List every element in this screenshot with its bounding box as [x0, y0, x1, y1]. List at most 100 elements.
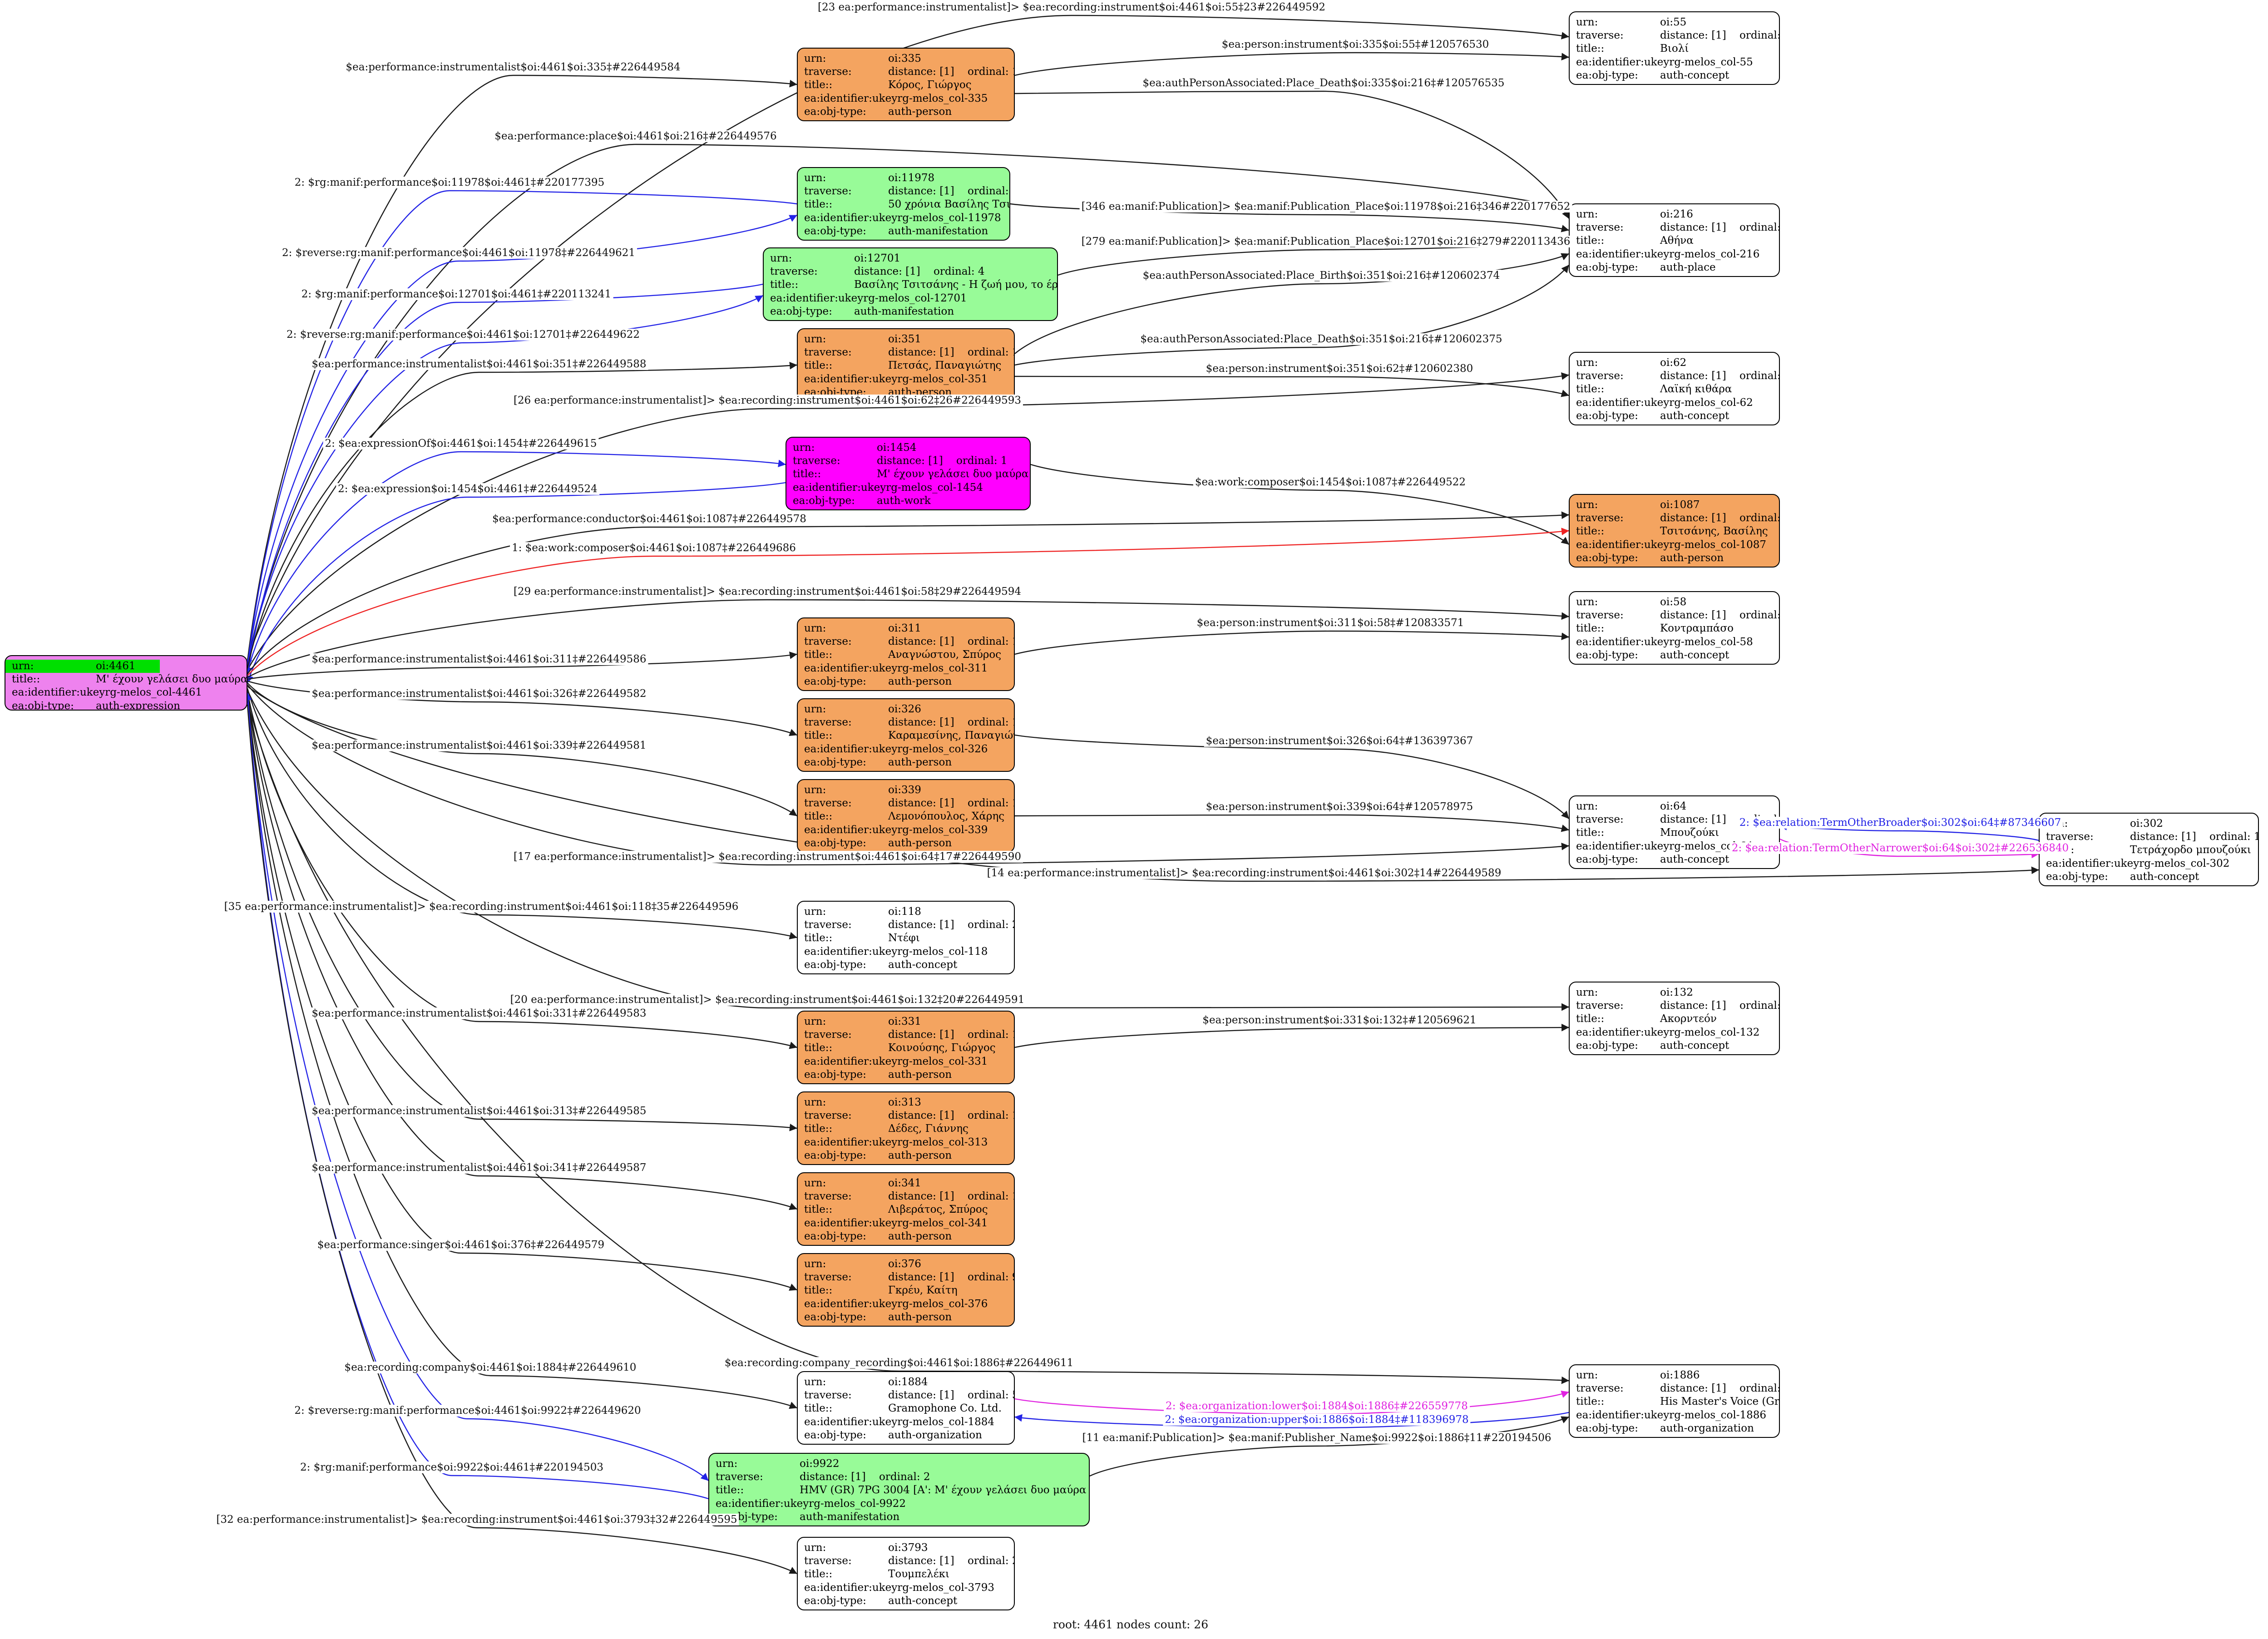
field-key-ukey: ea:identifier:ukey: [770, 292, 864, 304]
node-field-objtype: ea:obj-type:auth-person: [798, 756, 1014, 769]
edge-label: $ea:recording:company$oi:4461$oi:1884‡#2…: [342, 1362, 638, 1373]
field-value-urn: oi:4461: [96, 660, 136, 672]
edge-label: 2: $ea:organization:upper$oi:1886$oi:188…: [1163, 1414, 1471, 1426]
node-field-traverse: traverse:distance: [1] ordinal: 6: [1570, 1382, 1779, 1395]
node-field-objtype: ea:obj-type:auth-concept: [1570, 69, 1779, 82]
field-value-urn: oi:1884: [888, 1376, 928, 1388]
field-key-traverse: traverse:: [804, 797, 852, 810]
field-value-urn: oi:118: [888, 906, 921, 918]
edge-line: [1014, 90, 1570, 219]
field-key-traverse: traverse:: [1576, 609, 1624, 622]
field-key-objtype: ea:obj-type:: [1576, 853, 1638, 865]
node-field-traverse: traverse:distance: [1] ordinal: 10: [798, 797, 1014, 810]
field-key-title: title::: [1576, 525, 1605, 538]
field-key-ukey: ea:identifier:ukey: [804, 1298, 898, 1310]
node-field-title: title::Κόρος, Γιώργος: [798, 79, 1014, 92]
field-key-urn: urn:: [804, 1542, 826, 1554]
edge-label: $ea:performance:singer$oi:4461$oi:376‡#2…: [315, 1239, 607, 1251]
field-value-traverse: distance: [1] ordinal: 14: [888, 1110, 1015, 1122]
field-value-title: Αναγνώστου, Σπύρος: [888, 649, 1002, 661]
edge-line: [247, 695, 797, 1210]
edge-label: [20 ea:performance:instrumentalist]> $ea…: [508, 994, 1027, 1006]
edge-label: $ea:person:instrument$oi:326$oi:64‡#1363…: [1204, 735, 1475, 747]
node-field-objtype: ea:obj-type:auth-place: [1570, 261, 1779, 274]
node-field-objtype: ea:obj-type:auth-expression: [5, 700, 247, 710]
edge-label: $ea:performance:instrumentalist$oi:4461$…: [310, 688, 648, 700]
field-key-title: title::: [1576, 235, 1605, 247]
field-value-traverse: distance: [1] ordinal: 6: [1660, 1382, 1780, 1395]
field-value-traverse: distance: [1] ordinal: 9: [888, 1271, 1015, 1284]
node-field-urn: urn:oi:55: [1570, 16, 1779, 29]
field-value-objtype: auth-manifestation: [800, 1511, 900, 1523]
field-key-objtype: ea:obj-type:: [804, 958, 866, 971]
node-field-traverse: traverse:distance: [1] ordinal: 23: [1570, 609, 1779, 622]
field-value-title: Αθήνα: [1660, 235, 1694, 247]
field-value-traverse: distance: [1] ordinal: 22: [1660, 370, 1780, 382]
edge-line: [247, 690, 1569, 1011]
node-field-urn: urn:oi:58: [1570, 596, 1779, 609]
node-field-urn: urn:oi:64: [1570, 800, 1779, 813]
field-value-ukey: rg-melos_col-313: [897, 1136, 988, 1148]
field-value-title: Ακορντεόν: [1660, 1013, 1717, 1025]
node-field-title: title::Τετράχορδο μπουζούκι: [2040, 844, 2258, 857]
field-key-urn: urn:: [804, 1096, 826, 1108]
field-value-traverse: distance: [1] ordinal: 13: [888, 66, 1015, 78]
node-field-traverse: traverse:distance: [1] ordinal: 14: [798, 1109, 1014, 1122]
field-key-traverse: traverse:: [804, 1389, 852, 1402]
field-value-title: Λαϊκή κιθάρα: [1660, 383, 1732, 395]
edge-line: [247, 686, 2039, 882]
field-key-ukey: ea:identifier:ukey: [1576, 56, 1670, 68]
field-value-urn: oi:1454: [877, 442, 917, 454]
field-value-objtype: auth-person: [888, 105, 952, 118]
field-key-title: title::: [1576, 383, 1605, 395]
node-field-traverse: traverse:distance: [1] ordinal: 11: [798, 716, 1014, 729]
field-key-ukey: ea:identifier:ukey: [804, 1217, 898, 1229]
edge-label: 2: $reverse:rg:manif:performance$oi:4461…: [280, 247, 637, 259]
node-field-traverse: traverse:distance: [1] ordinal: 2: [709, 1471, 1089, 1484]
field-key-urn: urn:: [804, 53, 826, 64]
field-key-title: title::: [804, 932, 833, 944]
field-key-urn: urn:: [804, 622, 826, 634]
field-key-objtype: ea:obj-type:: [1576, 649, 1638, 661]
node-field-traverse: traverse:distance: [1] ordinal: 16: [798, 1190, 1014, 1203]
edge-label: $ea:person:instrument$oi:339$oi:64‡#1205…: [1204, 801, 1475, 813]
field-key-ukey: ea:identifier:ukey: [804, 743, 898, 755]
node-field-traverse: traverse:distance: [1] ordinal: 17: [798, 346, 1014, 359]
field-key-objtype: ea:obj-type:: [804, 1149, 866, 1161]
node-field-urn: urn:oi:1886: [1570, 1369, 1779, 1382]
field-key-urn: urn:: [1576, 499, 1598, 511]
field-value-objtype: auth-manifestation: [888, 225, 988, 237]
field-key-title: title::: [1576, 1396, 1605, 1408]
field-value-objtype: auth-person: [888, 1068, 952, 1081]
edge-label: 2: $reverse:rg:manif:performance$oi:4461…: [285, 329, 642, 341]
